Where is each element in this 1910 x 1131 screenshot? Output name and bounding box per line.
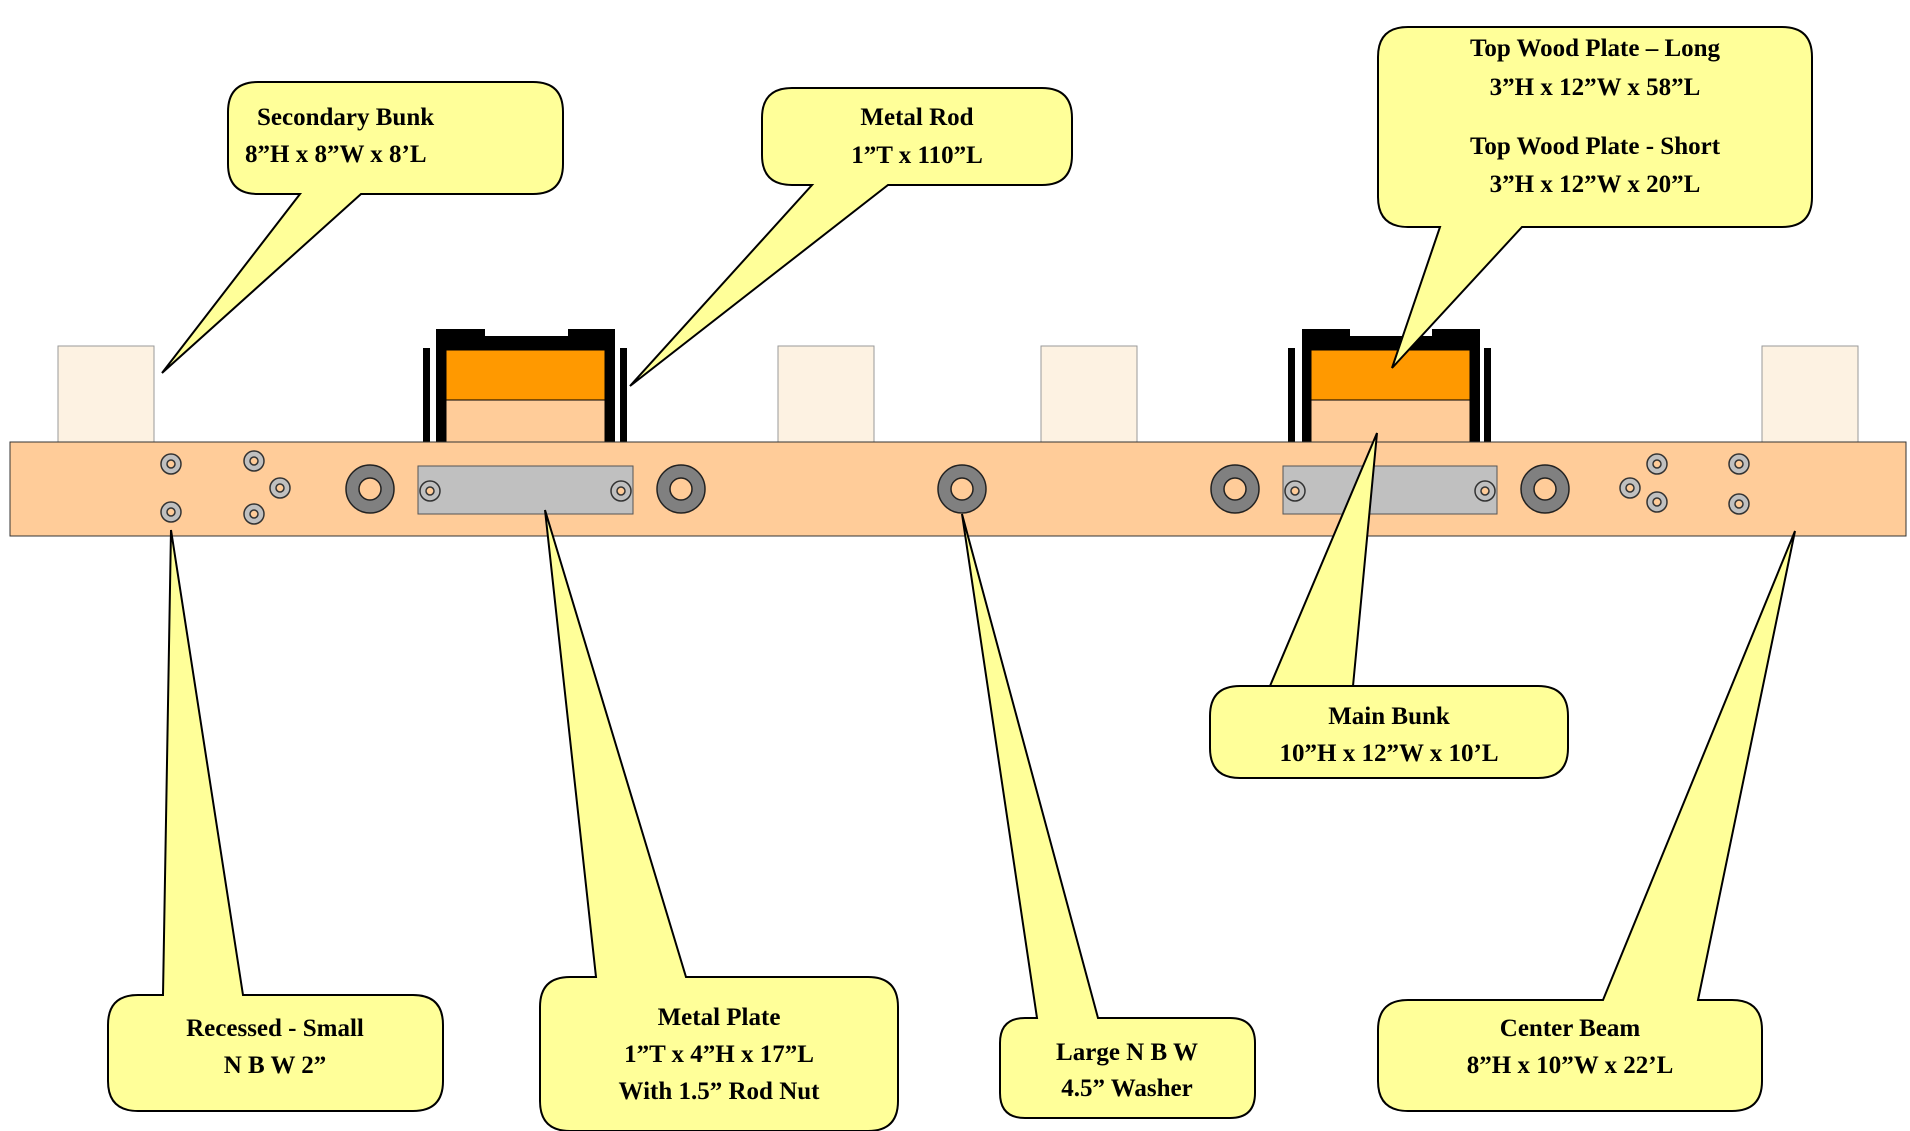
small-nbw — [1474, 480, 1496, 502]
svg-text:3”H x 12”W x 58”L: 3”H x 12”W x 58”L — [1490, 74, 1701, 101]
callout-center-beam: Center Beam 8”H x 10”W x 22’L — [1377, 530, 1796, 1112]
main-bunk-assembly-right — [1288, 329, 1491, 473]
small-nbw — [1646, 453, 1668, 475]
callout-dims: 10”H x 12”W x 10’L — [1280, 740, 1499, 767]
callout-main-bunk: Main Bunk 10”H x 12”W x 10’L — [1209, 432, 1569, 779]
callout-label: Top Wood Plate - Short — [1470, 133, 1721, 160]
callout-dims: 1”T x 4”H x 17”L — [624, 1041, 814, 1068]
small-nbw — [419, 480, 441, 502]
small-nbw — [1728, 453, 1750, 475]
small-nbw — [1646, 491, 1668, 513]
small-nbw — [160, 501, 182, 523]
callout-metal-rod: Metal Rod 1”T x 110”L — [629, 87, 1073, 387]
svg-text:Large N B W: Large N B W — [1056, 1039, 1198, 1066]
svg-text:Recessed - Small: Recessed - Small — [186, 1015, 364, 1042]
svg-text:1”T x 4”H x 17”L: 1”T x 4”H x 17”L — [624, 1041, 814, 1068]
small-nbw — [1619, 477, 1641, 499]
svg-text:4.5” Washer: 4.5” Washer — [1061, 1075, 1193, 1102]
small-nbw — [610, 480, 632, 502]
callout-dims: 8”H x 8”W x 8’L — [245, 141, 427, 168]
svg-text:10”H x 12”W x 10’L: 10”H x 12”W x 10’L — [1280, 740, 1499, 767]
small-nbw — [269, 477, 291, 499]
secondary-bunk — [777, 345, 875, 443]
svg-text:3”H x 12”W x 20”L: 3”H x 12”W x 20”L — [1490, 171, 1701, 198]
callout-label: Metal Rod — [860, 104, 973, 131]
metal-rod — [620, 348, 627, 473]
callout-dims: 4.5” Washer — [1061, 1075, 1193, 1102]
metal-rod — [1484, 348, 1491, 473]
svg-text:Secondary Bunk: Secondary Bunk — [257, 104, 434, 131]
svg-text:N B W 2”: N B W 2” — [224, 1052, 327, 1079]
metal-plates — [417, 465, 1498, 515]
callout-large-nbw: Large N B W 4.5” Washer — [961, 513, 1256, 1119]
large-nbw — [345, 464, 395, 514]
small-nbw — [243, 503, 265, 525]
svg-text:Top Wood Plate - Short: Top Wood Plate - Short — [1470, 133, 1721, 160]
callout-label: Secondary Bunk — [257, 104, 434, 131]
callout-label: Center Beam — [1500, 1015, 1641, 1042]
svg-text:1”T x 110”L: 1”T x 110”L — [851, 142, 983, 169]
callout-dims: 1”T x 110”L — [851, 142, 983, 169]
large-nbw — [1210, 464, 1260, 514]
svg-text:With 1.5” Rod Nut: With 1.5” Rod Nut — [619, 1078, 821, 1105]
callout-dims: 8”H x 10”W x 22’L — [1467, 1052, 1674, 1079]
callout-dims: 3”H x 12”W x 58”L — [1490, 74, 1701, 101]
callout-dims: N B W 2” — [224, 1052, 327, 1079]
callout-secondary-bunk: Secondary Bunk 8”H x 8”W x 8’L — [161, 81, 564, 374]
small-nbw — [160, 453, 182, 475]
small-nbw — [1284, 480, 1306, 502]
svg-text:Main Bunk: Main Bunk — [1328, 703, 1450, 730]
callout-dims: 3”H x 12”W x 20”L — [1490, 171, 1701, 198]
svg-text:Top Wood Plate – Long: Top Wood Plate – Long — [1470, 35, 1721, 62]
small-nbw — [1728, 493, 1750, 515]
callout-top-wood-plate: Top Wood Plate – Long 3”H x 12”W x 58”L … — [1377, 26, 1813, 369]
metal-plate — [417, 465, 634, 515]
top-wood-plate — [1310, 349, 1471, 401]
secondary-bunk — [1040, 345, 1138, 443]
callout-label: Recessed - Small — [186, 1015, 364, 1042]
callout-label: Main Bunk — [1328, 703, 1450, 730]
secondary-bunk — [57, 345, 155, 443]
svg-text:Center Beam: Center Beam — [1500, 1015, 1641, 1042]
metal-rod — [423, 348, 430, 473]
callout-label: Top Wood Plate – Long — [1470, 35, 1721, 62]
callout-detail: With 1.5” Rod Nut — [619, 1078, 821, 1105]
small-nbw — [243, 450, 265, 472]
svg-text:8”H x 10”W x 22’L: 8”H x 10”W x 22’L — [1467, 1052, 1674, 1079]
callout-label: Large N B W — [1056, 1039, 1198, 1066]
callout-label: Metal Plate — [658, 1004, 781, 1031]
secondary-bunk — [1761, 345, 1859, 443]
large-nbw — [937, 464, 987, 514]
svg-text:Metal Plate: Metal Plate — [658, 1004, 781, 1031]
callout-metal-plate: Metal Plate 1”T x 4”H x 17”L With 1.5” R… — [539, 509, 899, 1131]
large-nbw — [656, 464, 706, 514]
metal-rod — [1288, 348, 1295, 473]
metal-plate — [1282, 465, 1498, 515]
small-nbw-group — [160, 450, 1750, 525]
large-nbw-group — [345, 464, 1570, 514]
callout-recessed-small: Recessed - Small N B W 2” — [107, 529, 444, 1112]
top-wood-plate — [445, 349, 606, 401]
svg-text:Metal Rod: Metal Rod — [860, 104, 973, 131]
large-nbw — [1520, 464, 1570, 514]
svg-text:8”H x 8”W x 8’L: 8”H x 8”W x 8’L — [245, 141, 427, 168]
secondary-bunks — [57, 345, 1859, 443]
